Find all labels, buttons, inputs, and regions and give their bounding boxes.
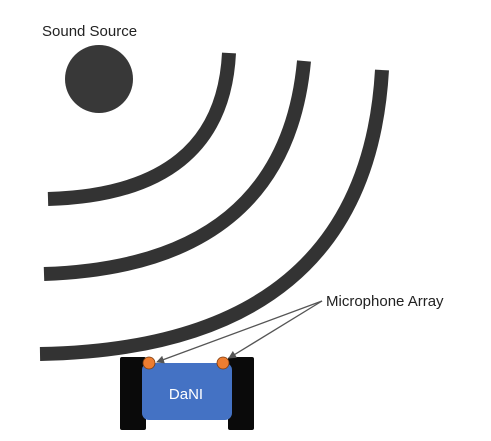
sound-source-circle: [65, 45, 133, 113]
sound-wave-middle: [43, 60, 311, 281]
arrow-to-right-mic: [228, 300, 323, 359]
arrow-to-left-mic: [156, 300, 323, 364]
right-microphone: [216, 356, 230, 370]
robot-body: [142, 363, 232, 420]
left-microphone: [142, 356, 156, 370]
left-wheel: [120, 357, 146, 430]
sound-source-label: Sound Source: [42, 23, 138, 40]
right-wheel: [228, 357, 254, 430]
sound-wave-inner: [47, 52, 236, 206]
microphone-array-label: Microphone Array: [326, 293, 444, 310]
robot-label: DaNI: [168, 385, 204, 403]
sound-wave-outer: [39, 69, 389, 361]
